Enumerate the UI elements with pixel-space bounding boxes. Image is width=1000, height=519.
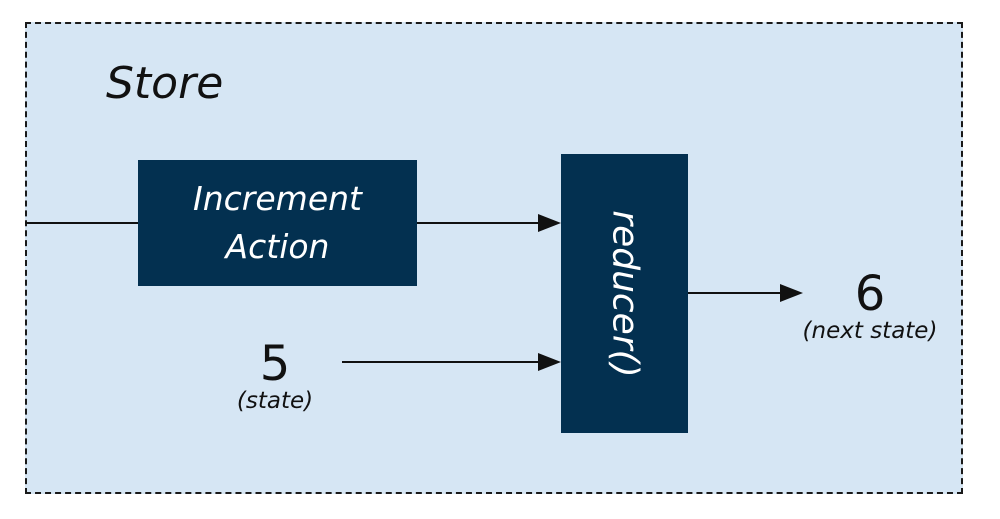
action-label-line1: Increment <box>193 179 362 218</box>
state-number: 5 <box>259 336 291 392</box>
action-label-line2: Action <box>225 227 330 266</box>
reducer-box: reducer() <box>561 154 688 433</box>
next-state-number: 6 <box>854 266 886 322</box>
state-value: 5 (state) <box>215 340 335 416</box>
increment-action-box: Increment Action <box>138 160 417 286</box>
state-arrow-head <box>538 353 561 371</box>
next-state-caption: (next state) <box>802 318 938 344</box>
state-caption: (state) <box>236 388 314 414</box>
reducer-label: reducer() <box>604 209 645 378</box>
next-state-value: 6 (next state) <box>790 270 950 346</box>
action-arrow-head <box>538 214 561 232</box>
next-arrow-head <box>780 284 803 302</box>
store-title: Store <box>106 58 224 109</box>
